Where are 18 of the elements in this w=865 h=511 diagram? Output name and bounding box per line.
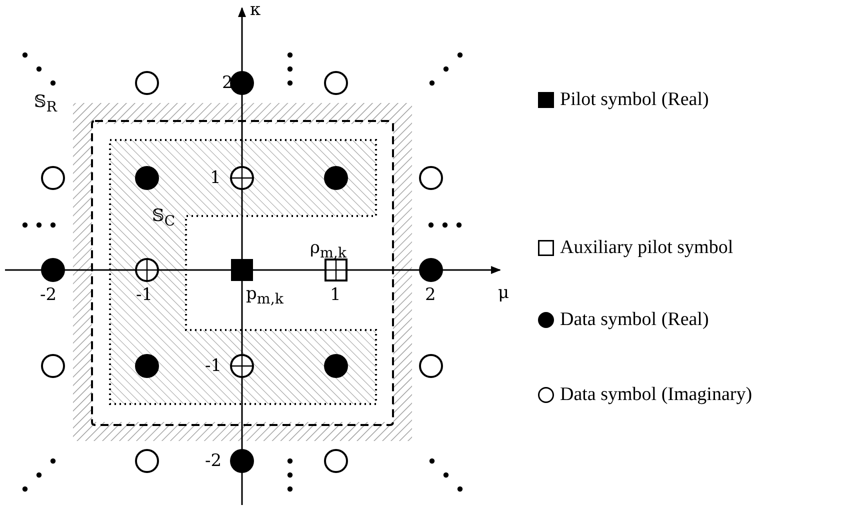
tick-label: -2 <box>205 453 222 470</box>
region-label: 𝕊$_{R}$ <box>34 94 57 115</box>
axis-label: μ <box>498 285 510 302</box>
region-label: 𝕊$_{C}$ <box>152 208 176 229</box>
legend-label: Auxiliary pilot symbol <box>560 238 734 257</box>
legend-label: Data symbol (Imaginary) <box>560 385 752 404</box>
tick-label: -2 <box>40 287 57 304</box>
tick-label: -1 <box>136 287 153 304</box>
symbol-label: ρ$_{m,k}$ <box>310 240 347 261</box>
legend-label: Pilot symbol (Real) <box>560 90 709 109</box>
tick-label: 1 <box>330 287 341 304</box>
tick-label: 2 <box>222 75 233 92</box>
symbol-label: p$_{m,k}$ <box>246 286 284 307</box>
legend-label: Data symbol (Real) <box>560 310 709 329</box>
axis-label: κ <box>250 2 261 19</box>
tick-label: 2 <box>425 287 436 304</box>
tick-label: -1 <box>205 358 222 375</box>
tick-label: 1 <box>210 170 221 187</box>
